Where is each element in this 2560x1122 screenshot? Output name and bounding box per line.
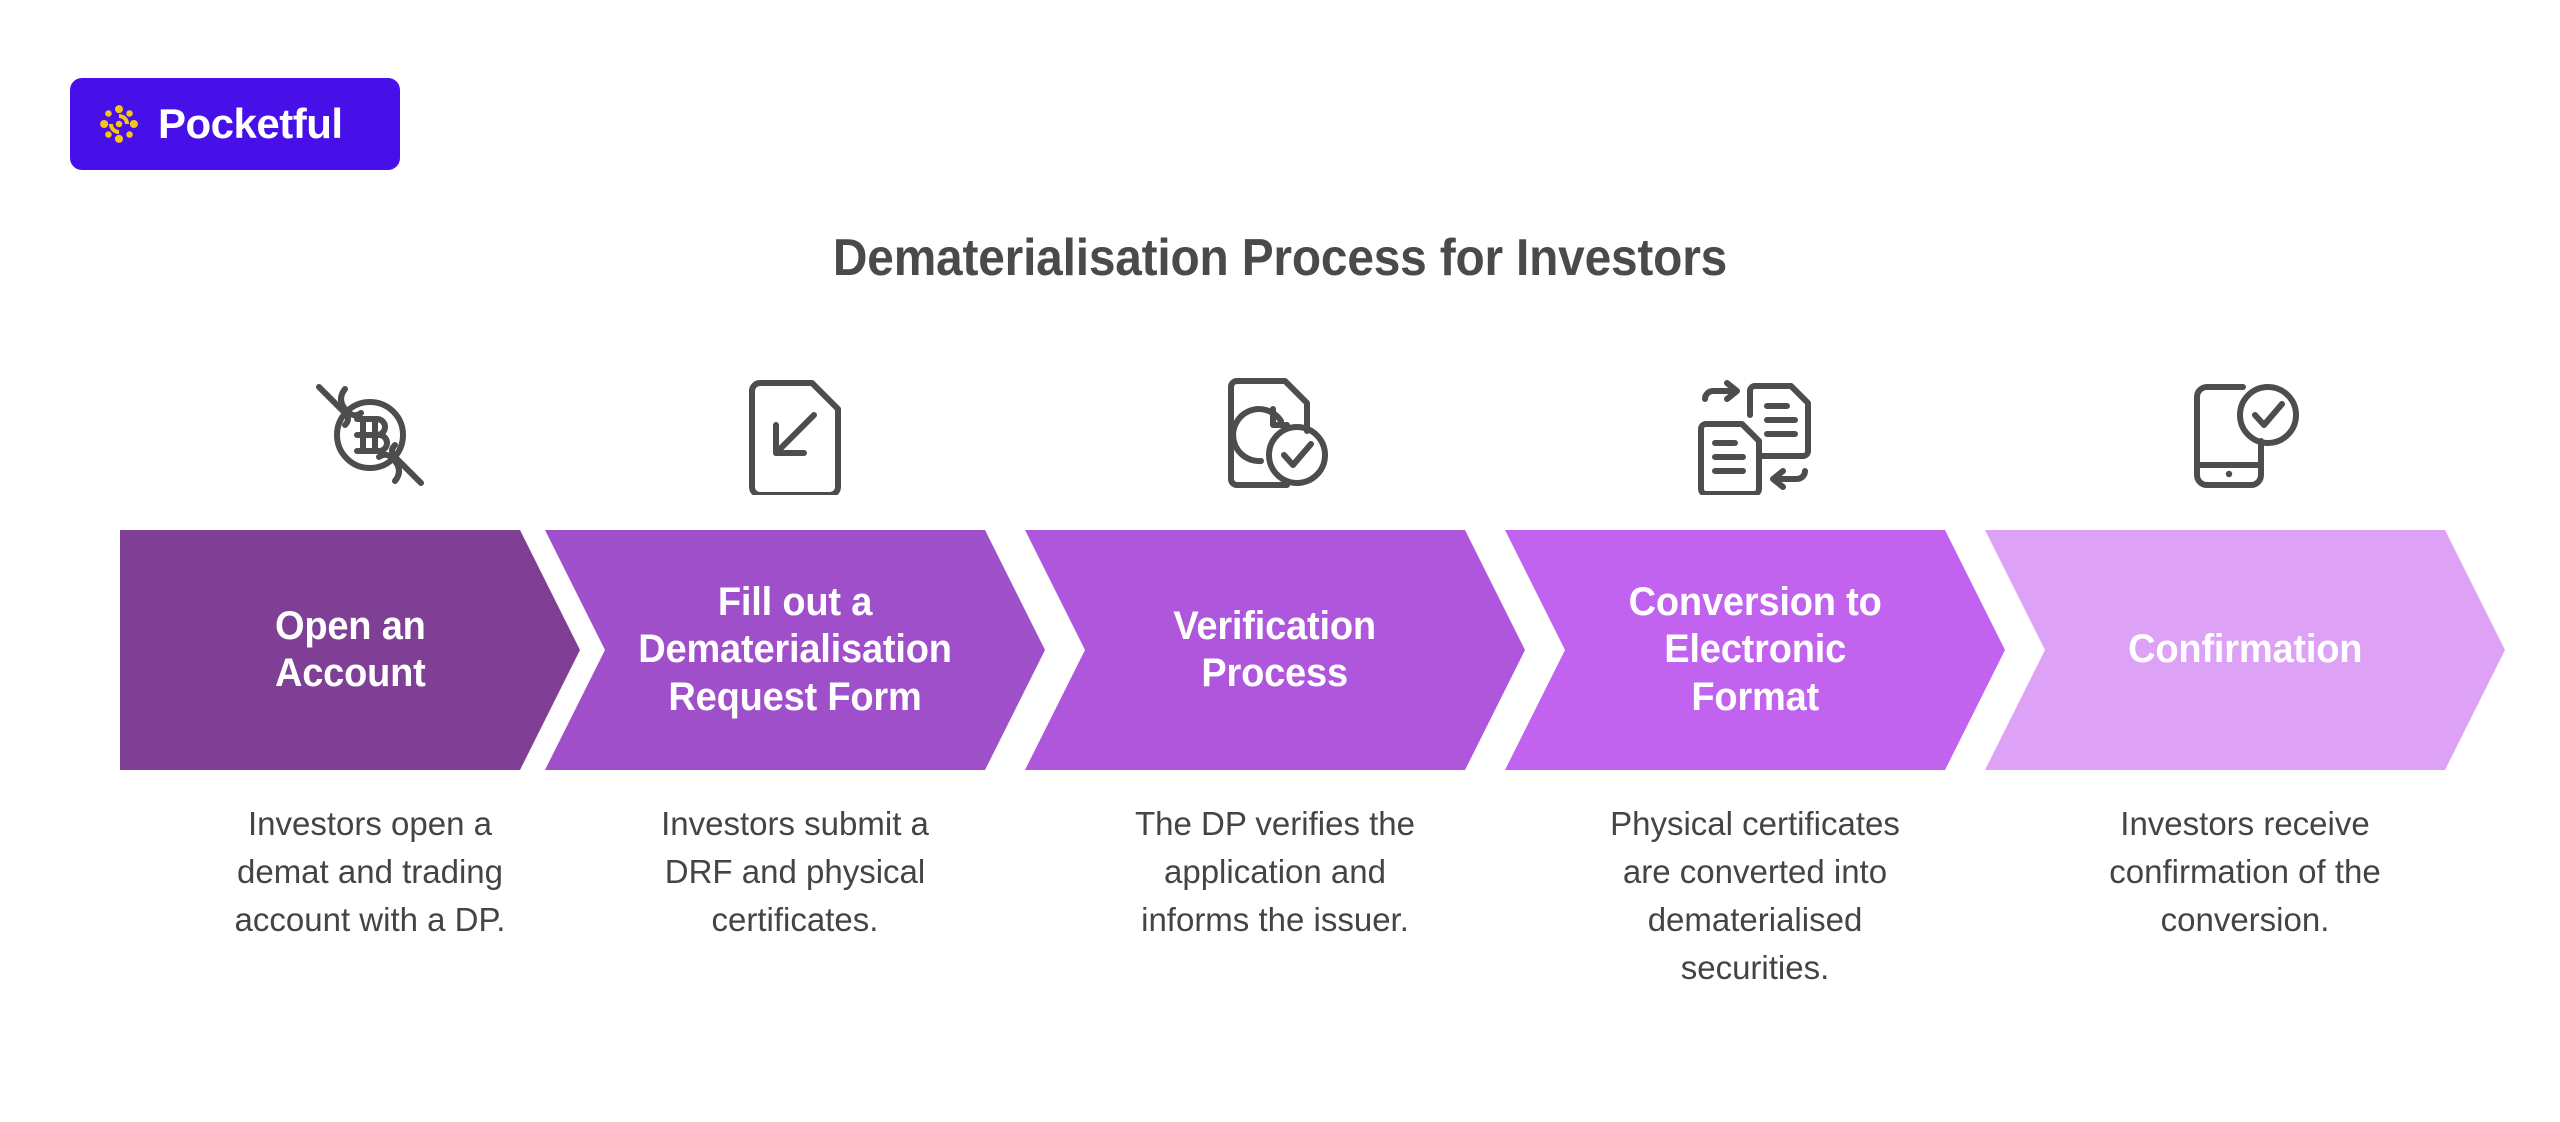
chevron-label: Conversion to Electronic Format xyxy=(1628,580,1882,719)
process-step-4: Conversion to Electronic Format Physical… xyxy=(1505,350,2005,1030)
step-caption: Investors open a demat and trading accou… xyxy=(234,805,506,938)
mobile-phone-check-icon xyxy=(1985,360,2505,510)
document-download-arrow-icon xyxy=(545,360,1045,510)
step-caption: Physical certificates are converted into… xyxy=(1610,805,1900,986)
hand-holding-bitcoin-coin-icon xyxy=(120,360,620,510)
sparkle-burst-icon xyxy=(100,105,138,143)
process-flow: Open an Account Investors open a demat a… xyxy=(0,350,2560,1030)
process-step-1: Open an Account Investors open a demat a… xyxy=(120,350,620,1030)
process-step-3: Verification Process The DP verifies the… xyxy=(1025,350,1525,1030)
document-clock-check-icon xyxy=(1025,360,1525,510)
process-step-2: Fill out a Dematerialisation Request For… xyxy=(545,350,1045,1030)
step-caption: Investors receive confirmation of the co… xyxy=(2109,805,2381,938)
chevron-label: Fill out a Dematerialisation Request For… xyxy=(638,580,952,719)
brand-wordmark: Pocketful xyxy=(158,100,343,147)
documents-exchange-arrows-icon xyxy=(1505,360,2005,510)
step-caption: The DP verifies the application and info… xyxy=(1134,805,1416,938)
page-title: Dematerialisation Process for Investors xyxy=(832,229,1728,287)
chevron-label: Verification Process xyxy=(1173,603,1377,695)
chevron-step-4[interactable]: Conversion to Electronic Format xyxy=(1505,530,2005,770)
chevron-step-2[interactable]: Fill out a Dematerialisation Request For… xyxy=(545,530,1045,770)
step-caption: Investors submit a DRF and physical cert… xyxy=(661,805,929,938)
brand-logo[interactable]: Pocketful xyxy=(70,78,400,170)
chevron-step-5[interactable]: Confirmation xyxy=(1985,530,2505,770)
chevron-label: Confirmation xyxy=(2127,627,2363,672)
chevron-step-1[interactable]: Open an Account xyxy=(120,530,580,770)
chevron-label: Open an Account xyxy=(274,603,426,695)
chevron-step-3[interactable]: Verification Process xyxy=(1025,530,1525,770)
process-step-5: Confirmation Investors receive confirmat… xyxy=(1985,350,2505,1030)
